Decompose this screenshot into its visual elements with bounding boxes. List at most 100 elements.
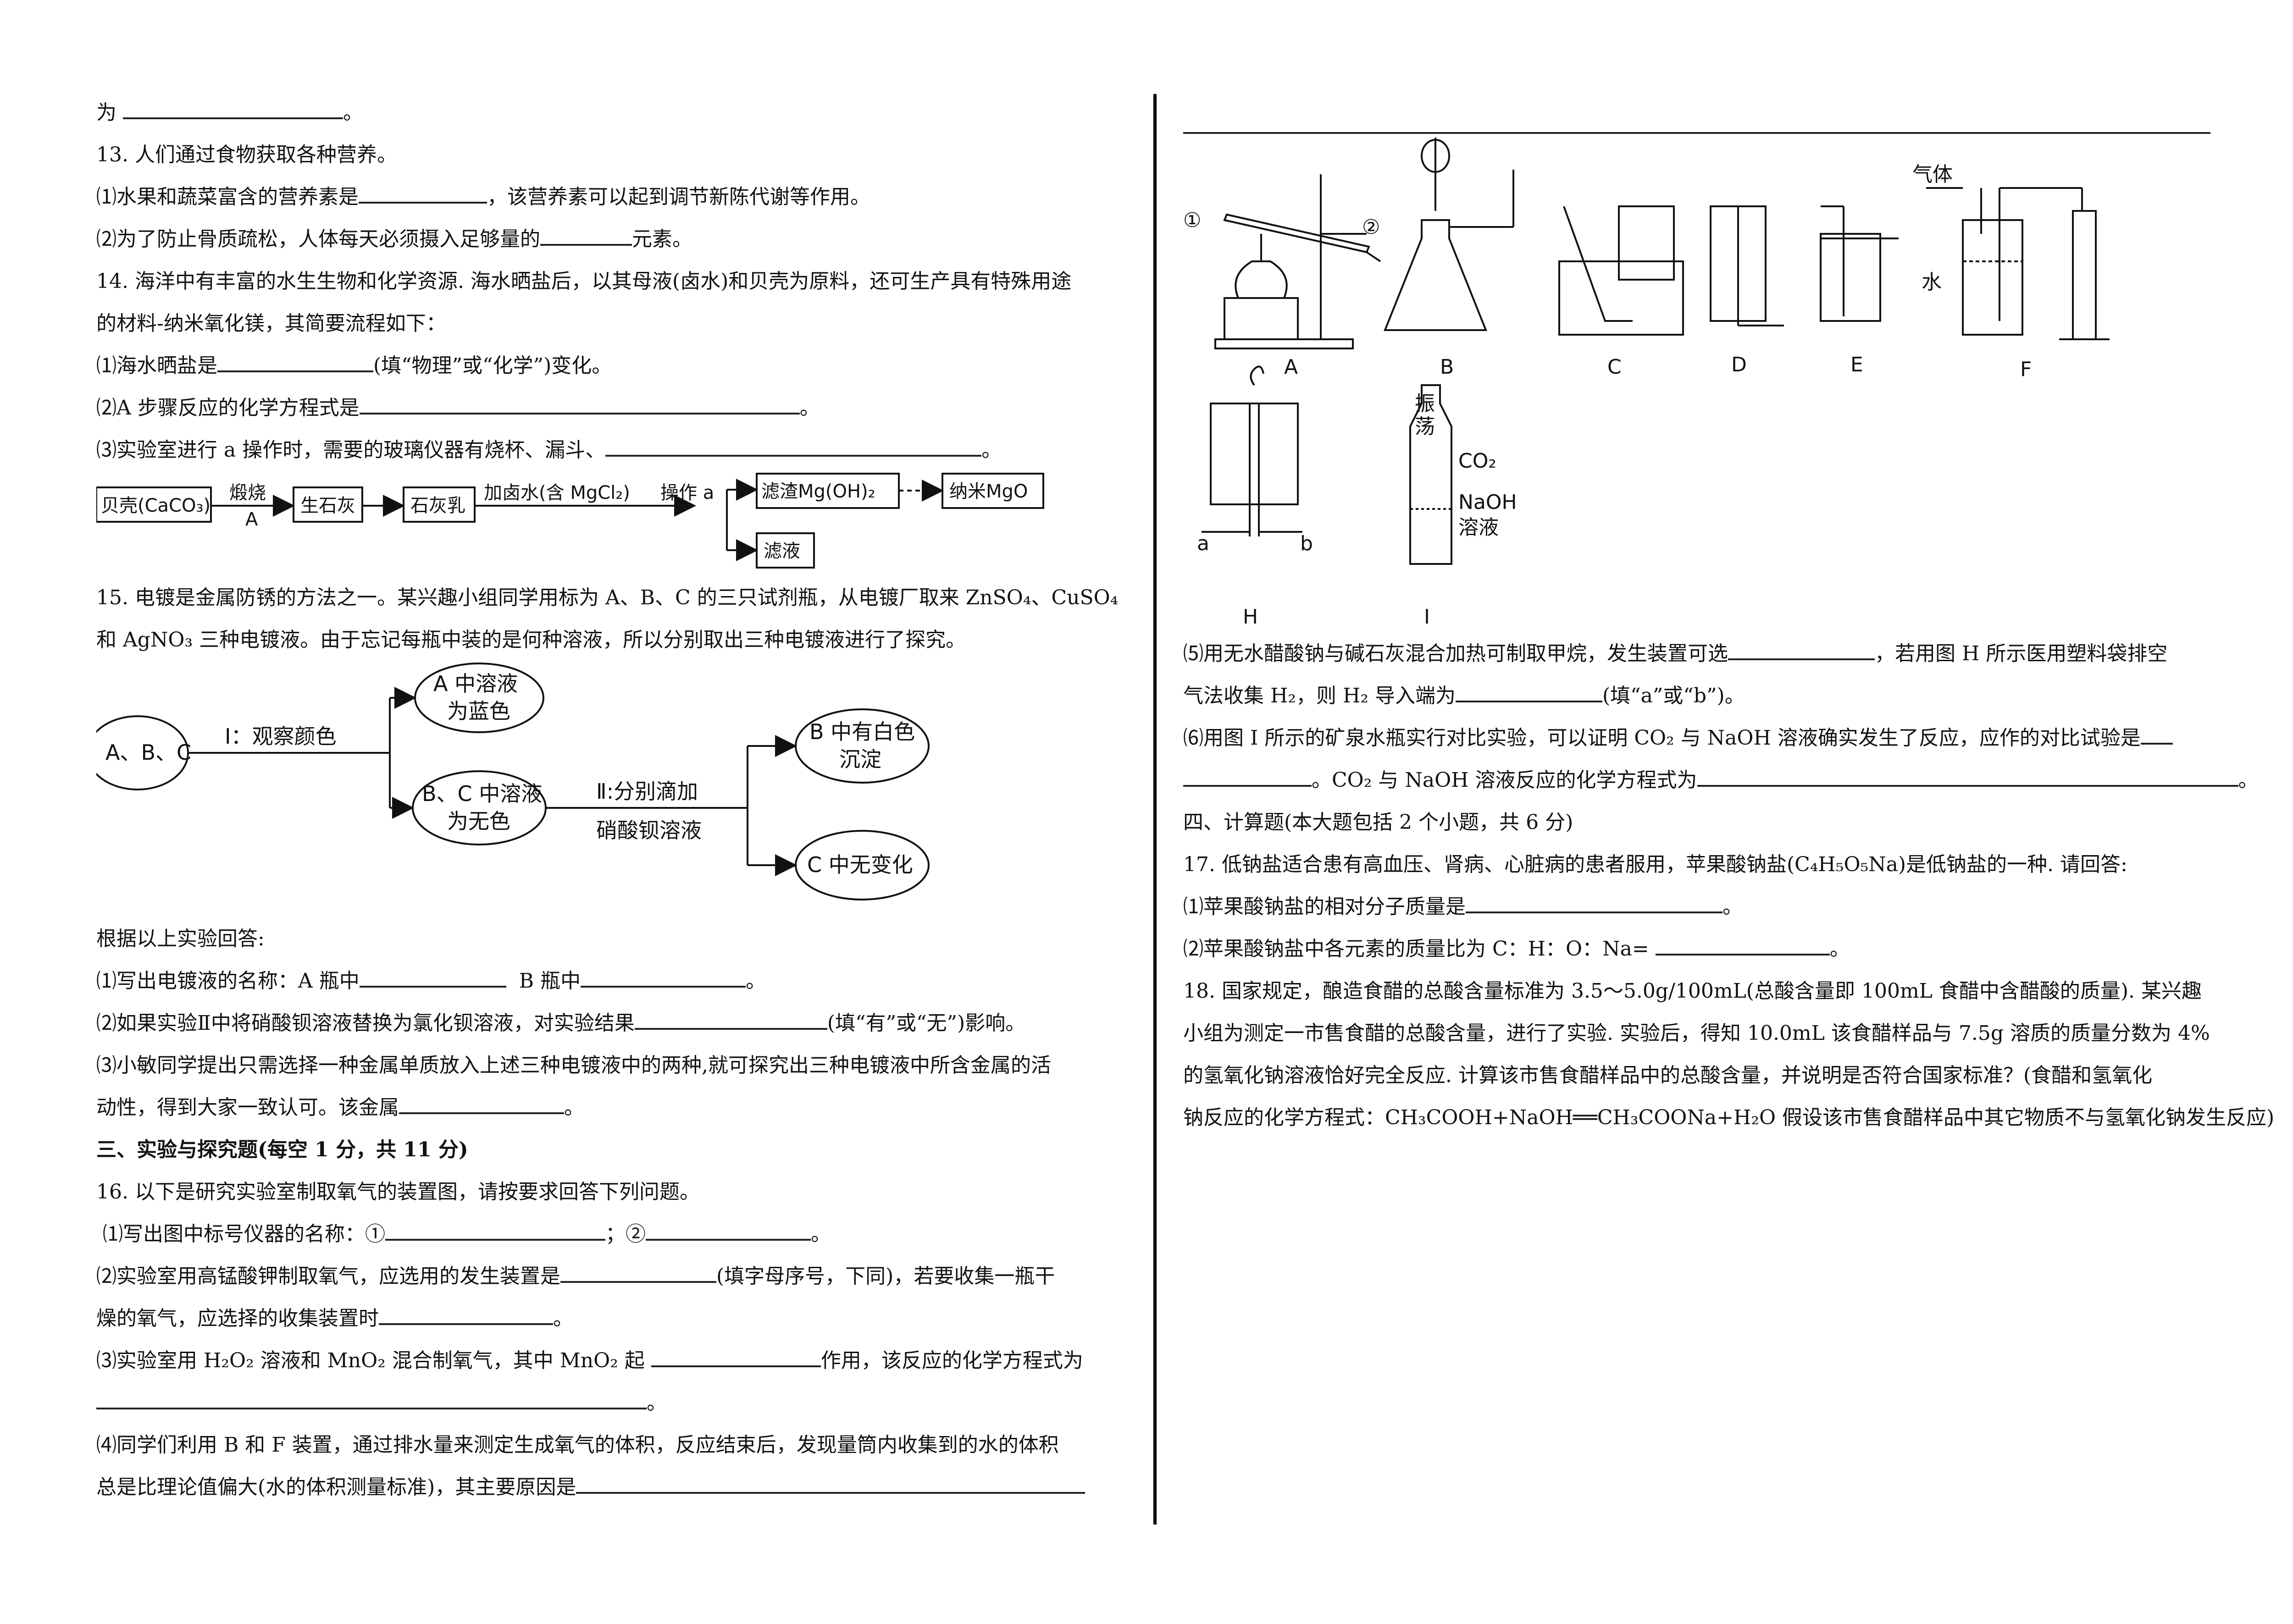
answer-blank[interactable] [217,352,373,372]
text-line: ⑴水果和蔬菜富含的营养素是，该营养素可以起到调节新陈代谢等作用。 [96,176,1137,218]
label-c: C [1607,355,1622,379]
label-h: H [1243,605,1258,629]
answer-blank[interactable] [123,99,343,119]
flow-milk-of-lime: 石灰乳 [410,495,465,516]
apparatus-b [1384,138,1514,331]
co2-label: CO₂ [1458,449,1496,473]
text-line: 动性，得到大家一致认可。该金属。 [96,1087,1137,1129]
text-line: ⑵A 步骤反应的化学方程式是。 [96,387,1137,429]
question-16: 16. 以下是研究实验室制取氧气的装置图，请按要求回答下列问题。 [96,1180,700,1204]
flow-b-white-2: 沉淀 [839,747,881,772]
apparatus-c [1558,205,1684,336]
answer-blank[interactable] [399,1094,564,1114]
right-column: ① ② 气体 水 A B C D E F H I a b 振 荡 CO₂ NaO… [1183,92,2275,1139]
flow-calcine-label: 煅烧 [229,482,266,503]
text-line: ⑵苹果酸钠盐中各元素的质量比为 C：H：O：Na= 。 [1183,928,2210,970]
label-e: E [1850,353,1863,376]
apparatus-h [1202,365,1302,536]
text-line: 为 。 [96,92,1137,134]
flow-nano-mgo: 纳米MgO [949,481,1028,502]
flow-c-no-change: C 中无变化 [807,852,913,877]
naoh-label-2: 溶液 [1458,516,1499,539]
answer-blank[interactable] [1655,935,1830,956]
section-4-heading: 四、计算题(本大题包括 2 个小题，共 6 分) [1183,811,1573,834]
apparatus-e [1820,205,1899,322]
text-line: 燥的氧气，应选择的收集装置时。 [96,1298,1137,1340]
text-line: ⑶小敏同学提出只需选择一种金属单质放入上述三种电镀液中的两种,就可探究出三种电镀… [96,1054,1051,1077]
answer-blank[interactable] [379,1305,553,1325]
flow-a-blue-1: A 中溶液 [433,671,518,696]
apparatus-i [1409,384,1452,565]
shake-label-1: 振 [1415,392,1435,415]
answer-blank[interactable] [359,967,506,988]
text-line: 总是比理论值偏大(水的体积测量标准)，其主要原因是 [96,1466,1137,1508]
apparatus-figure: ① ② 气体 水 A B C D E F H I a b 振 荡 CO₂ NaO… [1183,138,2110,629]
answer-blank[interactable] [359,183,487,204]
apparatus-f [1926,187,2110,340]
text-line: ⑸用无水醋酸钠与碱石灰混合加热可制取甲烷，发生装置可选，若用图 H 所示医用塑料… [1183,633,2210,675]
answer-blank[interactable] [576,1474,1086,1494]
text-line: ⑴苹果酸钠盐的相对分子质量是。 [1183,886,2210,928]
text-line: 的氢氧化钠溶液恰好完全反应. 计算该市售食醋样品中的总酸含量，并说明是否符合国家… [1183,1064,2153,1087]
answer-blank[interactable] [1466,893,1723,913]
label-a-end: a [1197,532,1209,555]
text-line: ⑶实验室用 H₂O₂ 溶液和 MnO₂ 混合制氧气，其中 MnO₂ 起 作用，该… [96,1340,1137,1382]
column-divider [1153,94,1157,1525]
text-line: 气法收集 H₂，则 H₂ 导入端为(填“a”或“b”)。 [1183,675,2210,717]
mark-1: ① [1183,209,1201,232]
flow-bc-colorless-2: 为无色 [447,809,510,834]
text-line: 钠反应的化学方程式：CH₃COOH+NaOH══CH₃COONa+H₂O 假设该… [1183,1106,2275,1129]
answer-blank[interactable] [359,394,800,414]
apparatus-a [1214,174,1381,349]
flow-abc: A、B、C [105,740,191,765]
question-14: 14. 海洋中有丰富的水生生物和化学资源. 海水晒盐后，以其母液(卤水)和贝壳为… [96,270,1072,293]
flow-step-a: A [245,509,258,530]
section-3-heading: 三、实验与探究题(每空 1 分，共 11 分) [96,1138,468,1161]
label-b-end: b [1300,532,1313,555]
text-line: ⑴写出电镀液的名称：A 瓶中 B 瓶中。 [96,960,1137,1002]
text-line: ⑴写出图中标号仪器的名称：①；②。 [96,1213,1137,1255]
text-line: 。CO₂ 与 NaOH 溶液反应的化学方程式为。 [1183,759,2259,801]
flow-bc-colorless-1: B、C 中溶液 [422,781,542,806]
text-line: ⑵为了防止骨质疏松，人体每天必须摄入足够量的元素。 [96,218,1137,260]
flow-a-blue-2: 为蓝色 [447,699,510,724]
text-line: 。 [96,1382,1137,1424]
answer-blank[interactable] [605,436,982,457]
answer-blank[interactable] [1455,682,1602,702]
answer-blank[interactable] [1697,767,2238,787]
flow-brine-label: 加卤水(含 MgCl₂) [484,482,630,503]
shake-label-2: 荡 [1415,415,1435,438]
plating-solution-flowchart: A、B、C I：观察颜色 A 中溶液 为蓝色 B、C 中溶液 为无色 Ⅱ:分别滴… [96,663,930,900]
gas-label: 气体 [1912,163,1953,186]
answer-line-top-right [1183,132,2210,134]
question-18: 18. 国家规定，酿造食醋的总酸含量标准为 3.5～5.0g/100mL(总酸含… [1183,979,2202,1003]
answer-blank[interactable] [634,1010,827,1030]
flow-operation-a: 操作 a [660,482,714,503]
flow-step2-1: Ⅱ:分别滴加 [596,779,698,804]
question-13: 13. 人们通过食物获取各种营养。 [96,143,397,166]
answer-blank[interactable] [560,1263,716,1283]
text-line: 和 AgNO₃ 三种电镀液。由于忘记每瓶中装的是何种溶液，所以分别取出三种电镀液… [96,628,966,652]
flow-quicklime: 生石灰 [300,495,355,516]
answer-blank[interactable] [96,1389,647,1409]
flow-shell: 贝壳(CaCO₃) [101,495,210,516]
answer-blank[interactable] [646,1221,811,1241]
mark-2: ② [1362,215,1380,239]
label-a: A [1284,355,1298,379]
text-line: ⑷同学们利用 B 和 F 装置，通过排水量来测定生成氧气的体积，反应结束后，发现… [96,1433,1059,1457]
nano-mgo-flowchart: 贝壳(CaCO₃) 煅烧 A 生石灰 石灰乳 加卤水(含 MgCl₂) 操作 a… [96,473,1044,569]
answer-blank[interactable] [2140,724,2173,745]
answer-blank[interactable] [1728,640,1875,660]
answer-blank[interactable] [385,1221,605,1241]
left-column: 为 。 13. 人们通过食物获取各种营养。 ⑴水果和蔬菜富含的营养素是，该营养素… [96,92,1137,1508]
text-line: ⑵实验室用高锰酸钾制取氧气，应选用的发生装置是(填字母序号，下同)，若要收集一瓶… [96,1255,1137,1298]
answer-blank[interactable] [1183,767,1312,787]
text-line: ⑶实验室进行 a 操作时，需要的玻璃仪器有烧杯、漏斗、。 [96,429,1137,471]
answer-blank[interactable] [581,967,746,988]
text-line: 根据以上实验回答: [96,927,265,950]
answer-blank[interactable] [651,1347,821,1367]
answer-blank[interactable] [540,226,632,246]
water-label: 水 [1922,271,1942,294]
text-line: ⑹用图 I 所示的矿泉水瓶实行对比实验，可以证明 CO₂ 与 NaOH 溶液确实… [1183,717,2210,759]
text-line: 小组为测定一市售食醋的总酸含量，进行了实验. 实验后，得知 10.0mL 该食醋… [1183,1022,2210,1045]
